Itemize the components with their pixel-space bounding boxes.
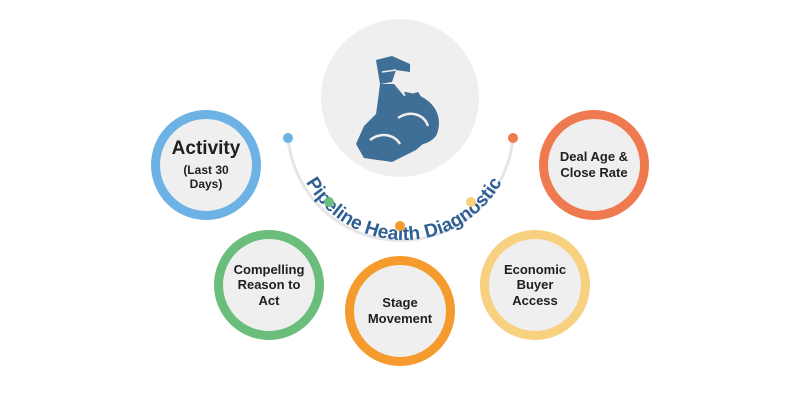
activity-sublabel: (Last 30 Days) (183, 162, 229, 191)
flexed-bicep-icon (356, 56, 440, 162)
arc-dot-orange (395, 221, 405, 231)
economic-buyer-node: Economic Buyer Access (480, 230, 590, 340)
activity-label: Activity (171, 137, 241, 159)
stage-movement-label: Stage Movement (367, 295, 433, 326)
compelling-reason-node: Compelling Reason to Act (214, 230, 324, 340)
economic-buyer-label: Economic Buyer Access (503, 261, 567, 308)
connector-arc (286, 137, 515, 242)
deal-age-node: Deal Age & Close Rate (539, 110, 649, 220)
stage-movement-node: Stage Movement (345, 256, 455, 366)
diagram-title: Pipeline Health Diagnostic (302, 173, 507, 245)
arc-dot-yellow (466, 197, 476, 207)
compelling-reason-label: Compelling Reason to Act (233, 261, 305, 308)
deal-age-label: Deal Age & Close Rate (559, 149, 629, 180)
diagram-title-text: Pipeline Health Diagnostic (302, 173, 507, 245)
activity-node: Activity (Last 30 Days) (151, 110, 261, 220)
arc-dot-red (508, 133, 518, 143)
arc-dot-blue (283, 133, 293, 143)
arc-dot-green (324, 197, 334, 207)
